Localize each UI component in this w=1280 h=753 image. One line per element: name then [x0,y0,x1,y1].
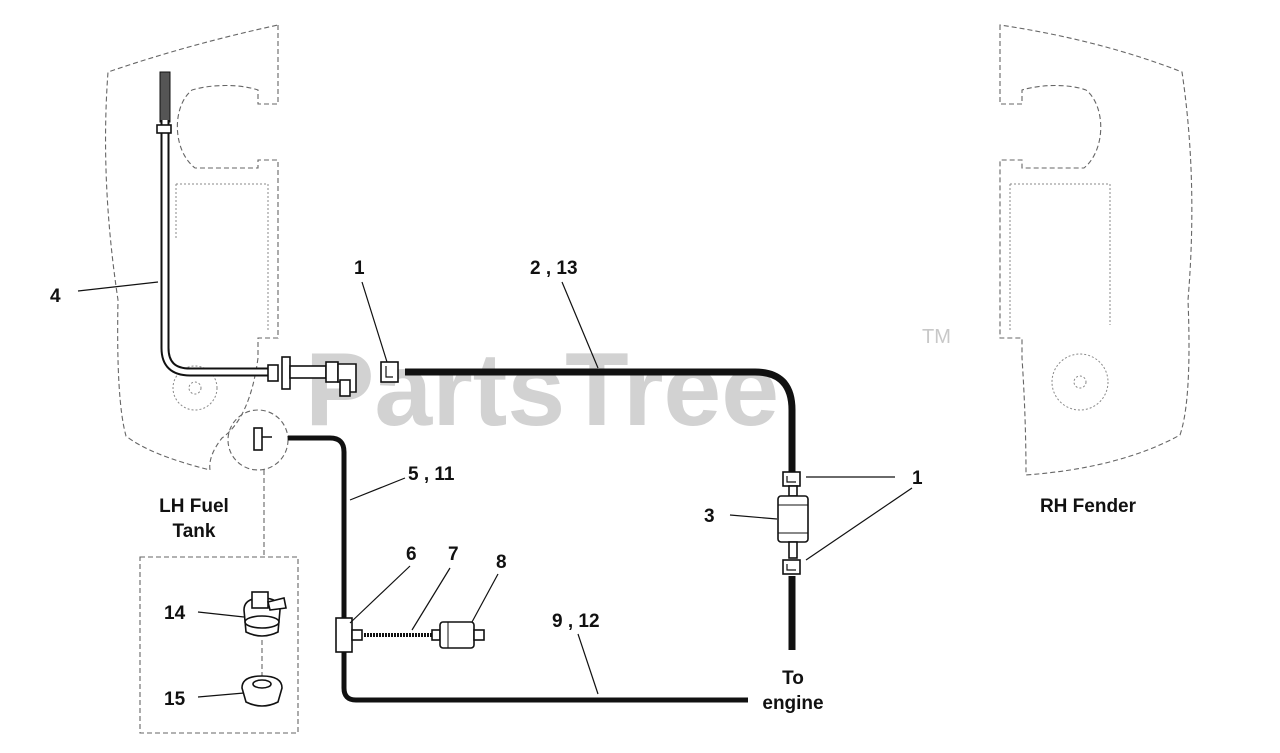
callout-3: 3 [704,506,715,527]
fuel-hose-main [405,368,796,472]
callout-4: 4 [50,286,61,307]
tank-outlet-detail [227,409,289,556]
callout-15: 15 [164,689,186,710]
callout-2-13: 2 , 13 [530,258,578,279]
callout-1-top: 1 [354,258,365,279]
to-engine-label-line1: To [782,668,804,689]
callout-14: 14 [164,603,186,624]
hose-clamp-top [380,361,399,383]
vent-tube [156,71,268,377]
tee-fitting [335,617,363,653]
rh-fender-label: RH Fender [1040,496,1137,517]
tank-outlet-valve [243,591,287,637]
grommet [241,675,283,707]
callout-5-11: 5 , 11 [408,464,455,485]
callout-6: 6 [406,544,417,565]
callout-1-right: 1 [912,468,923,489]
lh-fuel-tank-label-line2: Tank [173,521,216,542]
fuel-filter [777,485,809,559]
inline-filter [431,621,485,649]
watermark-trademark: TM [922,326,951,348]
watermark-brand: PartsTree [305,332,779,448]
rh-fender-outline [999,24,1193,476]
fuel-hose-tank [288,435,748,703]
callout-9-12: 9 , 12 [552,611,600,632]
callout-7: 7 [448,544,459,565]
hose-clamp-lower [782,559,801,575]
to-engine-label-line2: engine [762,693,823,714]
lh-fuel-tank-outline [104,24,279,471]
callout-8: 8 [496,552,507,573]
lh-fuel-tank-label-line1: LH Fuel [159,496,229,517]
leader-lines [77,281,913,698]
shutoff-valve [267,356,357,397]
hose-clamp-upper [782,471,801,487]
fuel-valve-detail-box [139,556,299,734]
